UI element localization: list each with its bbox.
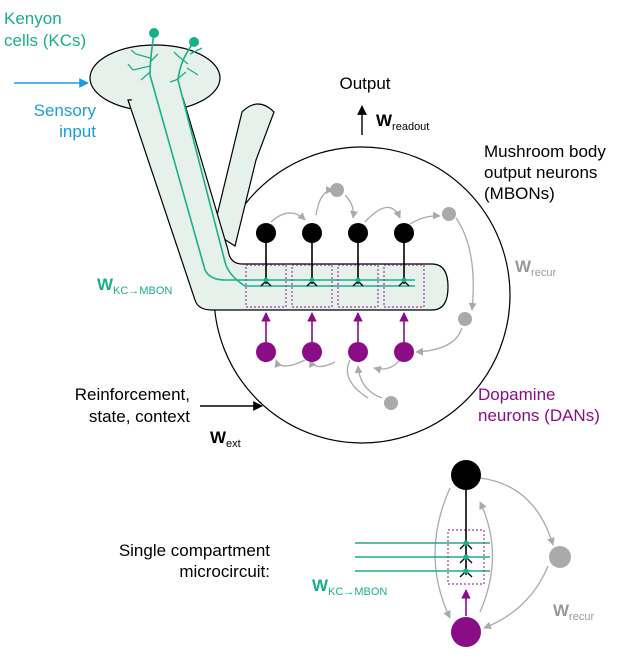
recurrent-neuron-2 [442, 207, 456, 221]
micro-dan [451, 617, 481, 647]
dan-row [256, 312, 414, 362]
kc-label-line2: cells (KCs) [4, 31, 86, 50]
mbon-label-line3: (MBONs) [484, 184, 555, 203]
mbon-neuron [348, 223, 368, 243]
dan-neuron [256, 342, 276, 362]
kc-soma-2 [189, 37, 199, 47]
recurrent-neuron-3 [458, 312, 472, 326]
kc-synapse [263, 277, 269, 283]
kc-soma-1 [149, 28, 159, 38]
w-recur-label: Wrecur [515, 257, 556, 279]
micro-recurrent-neuron [549, 546, 571, 568]
w-readout-label: Wreadout [376, 111, 429, 133]
dan-neuron [302, 342, 322, 362]
sensory-label-line2: input [59, 122, 96, 141]
w-kc-mbon-label: WKC→MBON [97, 275, 172, 297]
w-ext-label: Wext [210, 428, 241, 450]
single-compartment-label-line2: microcircuit: [179, 562, 270, 581]
recurrent-connections [270, 186, 477, 399]
recurrent-neuron-1 [330, 183, 344, 197]
mbon-label-line1: Mushroom body [484, 142, 606, 161]
kc-synapse [355, 277, 361, 283]
mbon-row [256, 223, 414, 287]
micro-mbon [451, 460, 481, 490]
dan-label-line1: Dopamine [478, 385, 556, 404]
mbon-neuron [256, 223, 276, 243]
reinforcement-label-line1: Reinforcement, [75, 385, 190, 404]
single-compartment-label-line1: Single compartment [119, 541, 270, 560]
mushroom-body-shape [89, 44, 449, 311]
microcircuit [355, 460, 571, 647]
micro-w-kc-mbon-label: WKC→MBON [312, 576, 387, 598]
output-label: Output [339, 74, 390, 93]
mbon-label-line2: output neurons [484, 163, 597, 182]
mbon-neuron [302, 223, 322, 243]
kc-label-line1: Kenyon [4, 9, 62, 28]
dan-neuron [394, 342, 414, 362]
mbon-neuron [394, 223, 414, 243]
dan-label-line2: neurons (DANs) [478, 406, 600, 425]
kc-synapse [309, 277, 315, 283]
reinforcement-label-line2: state, context [89, 407, 190, 426]
dan-neuron [348, 342, 368, 362]
sensory-label-line1: Sensory [34, 101, 97, 120]
recurrent-neuron-4 [384, 396, 398, 410]
kenyon-cells [127, 32, 415, 287]
micro-w-recur-label: Wrecur [553, 601, 594, 623]
kc-synapse [401, 277, 407, 283]
